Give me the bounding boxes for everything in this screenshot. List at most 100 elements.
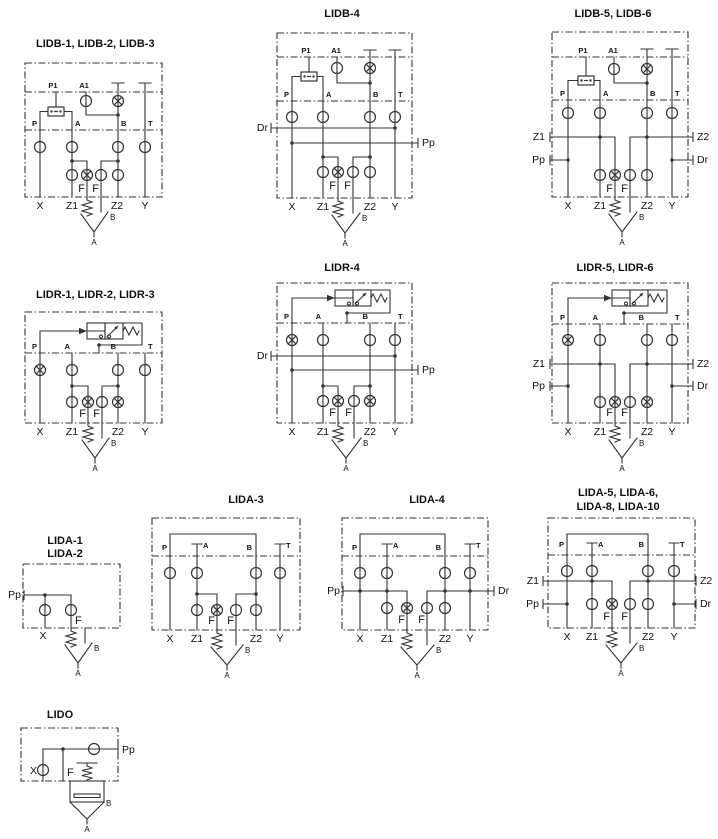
side-port-dr: Dr xyxy=(257,350,269,362)
cart-port-b: B xyxy=(111,439,116,448)
lidr56-schematic: LIDR-5, LIDR-6 P A B T xyxy=(532,262,709,473)
port-label-a: A xyxy=(75,119,81,128)
bottom-port-z2: Z2 xyxy=(364,201,376,213)
diagram-title: LIDO xyxy=(47,709,74,721)
port-label-p1: P1 xyxy=(578,46,587,55)
pilot-label-f1: F xyxy=(78,183,85,195)
pipework xyxy=(23,589,78,629)
housing-outline xyxy=(24,62,163,198)
diagram-title-line1: LIDA-5, LIDA-6, xyxy=(578,487,658,499)
gallery-pipework xyxy=(33,352,152,424)
port-label-p: P xyxy=(352,543,357,552)
orifice-plug-icon xyxy=(47,106,65,117)
port-label-b: B xyxy=(373,90,379,99)
pilot-label-f1: F xyxy=(398,614,405,626)
pilot-label-f2: F xyxy=(92,183,99,195)
pilot-pipework xyxy=(291,49,402,102)
pilot-label-f1: F xyxy=(606,407,613,419)
side-port-z1: Z1 xyxy=(533,358,545,370)
port-label-a: A xyxy=(593,313,599,322)
diagram-title: LIDB-1, LIDB-2, LIDB-3 xyxy=(36,38,155,50)
cart-port-a: A xyxy=(224,671,230,680)
bottom-port-z1: Z1 xyxy=(586,631,598,643)
port-label-p: P xyxy=(32,342,37,351)
side-port-pp: Pp xyxy=(526,598,539,610)
housing-outline xyxy=(551,282,689,424)
bottom-port-z2: Z2 xyxy=(112,426,124,438)
port-label-t: T xyxy=(675,313,680,322)
gallery-pipework xyxy=(542,554,697,629)
cart-port-a: A xyxy=(619,464,625,473)
bottom-port-x: X xyxy=(564,426,571,438)
cartridge-poppet-icon xyxy=(331,197,361,239)
side-port-pp: Pp xyxy=(8,589,21,601)
port-label-p1: P1 xyxy=(48,81,57,90)
bridge-pipework xyxy=(566,533,680,556)
bottom-port-y: Y xyxy=(141,426,148,438)
lida5-schematic: LIDA-5, LIDA-6, LIDA-8, LIDA-10 P A B T xyxy=(526,487,712,678)
cartridge-poppet-icon xyxy=(400,629,435,671)
lidr4-schematic: LIDR-4 P A B T xyxy=(257,262,435,473)
bottom-port-y: Y xyxy=(668,200,675,212)
port-label-a: A xyxy=(326,90,332,99)
port-label-t: T xyxy=(286,541,291,550)
pilot-label-f2: F xyxy=(344,180,351,192)
housing-outline xyxy=(551,31,689,198)
gallery-pipework xyxy=(549,99,694,198)
bottom-port-y: Y xyxy=(276,633,283,645)
pilot-label-f1: F xyxy=(208,615,215,627)
relief-valve-icon xyxy=(291,289,391,324)
cart-port-a: A xyxy=(91,238,97,247)
orifice-plug-icon xyxy=(300,71,318,82)
pipework xyxy=(36,742,119,782)
side-port-pp: Pp xyxy=(532,154,545,166)
diagram-title: LIDA-3 xyxy=(228,494,263,506)
cart-port-b: B xyxy=(106,799,111,808)
bottom-port-z2: Z2 xyxy=(439,633,451,645)
lidb4-schematic: LIDB-4 P1 A1 P A B T xyxy=(257,8,435,248)
port-label-a: A xyxy=(316,312,322,321)
bottom-port-x: X xyxy=(288,426,295,438)
port-label-t: T xyxy=(148,119,153,128)
port-label-p: P xyxy=(560,89,565,98)
port-label-p: P xyxy=(32,119,37,128)
side-port-z2: Z2 xyxy=(697,358,709,370)
port-label-p: P xyxy=(284,312,289,321)
port-label-a: A xyxy=(203,541,209,550)
pilot-label-f1: F xyxy=(329,407,336,419)
cartridge-poppet-icon xyxy=(80,196,109,238)
bottom-port-z1: Z1 xyxy=(66,426,78,438)
gallery-pipework xyxy=(33,129,152,198)
bottom-port-x: X xyxy=(36,426,43,438)
side-port-dr: Dr xyxy=(257,122,269,134)
pilot-label-f1: F xyxy=(603,611,610,623)
port-label-a1: A1 xyxy=(608,46,618,55)
port-label-a: A xyxy=(393,541,399,550)
diagram-title-line1: LIDA-1 xyxy=(47,535,82,547)
port-label-p: P xyxy=(162,543,167,552)
pilot-label-f2: F xyxy=(621,407,628,419)
pilot-label-f2: F xyxy=(93,408,100,420)
diagram-lidb-5-6: LIDB-5, LIDB-6 P1 A1 P A B T xyxy=(520,5,718,253)
port-label-t: T xyxy=(398,312,403,321)
diagram-title-line2: LIDA-8, LIDA-10 xyxy=(576,501,659,513)
side-port-pp: Pp xyxy=(422,137,435,149)
housing-outline xyxy=(151,517,301,631)
housing-outline xyxy=(276,32,413,199)
side-port-z1: Z1 xyxy=(527,575,539,587)
cartridge-poppet-icon xyxy=(605,627,638,669)
diagram-lidr-1-2-3: LIDR-1, LIDR-2, LIDR-3 P A B T xyxy=(10,285,195,485)
bottom-port-z1: Z1 xyxy=(317,426,329,438)
bottom-port-y: Y xyxy=(391,201,398,213)
gallery-pipework xyxy=(342,555,495,631)
diagram-title: LIDR-1, LIDR-2, LIDR-3 xyxy=(36,289,155,301)
port-label-a: A xyxy=(598,540,604,549)
port-label-b: B xyxy=(121,119,127,128)
port-label-t: T xyxy=(680,540,685,549)
bottom-port-z2: Z2 xyxy=(642,631,654,643)
side-port-pp: Pp xyxy=(532,380,545,392)
lida12-schematic: LIDA-1 LIDA-2 Pp X F B A xyxy=(8,535,121,678)
bottom-port-y: Y xyxy=(141,200,148,212)
side-port-pp: Pp xyxy=(327,585,340,597)
cart-port-b: B xyxy=(110,213,115,222)
